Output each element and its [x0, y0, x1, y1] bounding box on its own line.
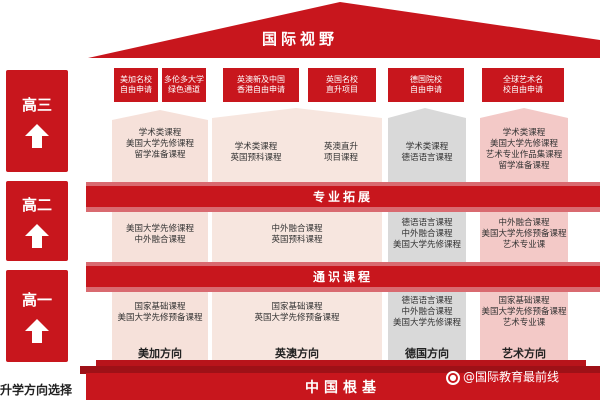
course-item: 中外融合课程 — [401, 229, 453, 239]
program-line: 英澳新及中国 — [237, 75, 285, 84]
cell-senior1: 国家基础课程 美国大学先修预备课程 艺术专业课 — [478, 296, 570, 329]
course-item: 中外融合课程 — [134, 235, 186, 245]
cell-senior3: 学术类课程 美国大学先修课程 艺术专业作品集课程 留学准备课程 — [478, 128, 570, 172]
arrow-up-icon — [25, 123, 49, 148]
course-item: 美国大学先修课程 — [125, 224, 194, 234]
roof — [88, 2, 600, 58]
program-box: 德国院校自由申请 — [387, 67, 465, 103]
course-item: 国家基础课程 — [271, 302, 323, 312]
grade-label: 高二 — [21, 195, 52, 214]
course-item: 艺术专业作品集课程 — [485, 150, 563, 160]
grade-label: 高一 — [21, 290, 52, 309]
course-item: 英国大学先修预备课程 — [254, 313, 340, 323]
grade-senior1: 高一 — [6, 270, 68, 362]
roof-title: 国际视野 — [261, 30, 338, 48]
cell-senior3: 学术类课程 英国预科课程 — [214, 142, 298, 164]
arrow-up-icon — [25, 318, 49, 343]
program-line: 英国名校 — [326, 75, 358, 84]
course-item: 国家基础课程 — [134, 302, 186, 312]
cell-senior1: 国家基础课程 英国大学先修预备课程 — [212, 302, 382, 324]
course-item: 中外融合课程 — [401, 307, 453, 317]
base-title: 中国根基 — [86, 373, 600, 400]
program-box: 多伦多大学绿色通道 — [161, 67, 207, 103]
watermark: ●@国际教育最前线 — [446, 368, 559, 385]
course-item: 艺术专业课 — [502, 318, 546, 328]
course-item: 学术类课程 — [138, 128, 182, 138]
cell-senior2: 德语语言课程 中外融合课程 美国大学先修课程 — [388, 218, 466, 251]
cell-senior2: 中外融合课程 美国大学先修预备课程 艺术专业课 — [478, 218, 570, 251]
course-item: 留学准备课程 — [134, 150, 186, 160]
course-item: 艺术专业课 — [502, 240, 546, 250]
program-box: 全球艺术名校自由申请 — [481, 67, 565, 103]
direction-label: 美加方向 — [138, 347, 182, 360]
course-item: 中外融合课程 — [498, 218, 550, 228]
grade-label: 高三 — [21, 95, 52, 114]
program-box: 英澳新及中国香港自由申请 — [222, 67, 300, 103]
direction-label: 德国方向 — [405, 347, 449, 360]
program-box: 美加名校自由申请 — [113, 67, 159, 103]
course-item: 学术类课程 — [405, 142, 449, 152]
band-general: 通识课程 — [86, 266, 600, 287]
direction-label: 艺术方向 — [502, 347, 546, 360]
grade-senior3: 高三 — [6, 70, 68, 172]
course-item: 美国大学先修课程 — [489, 139, 558, 149]
course-item: 美国大学先修预备课程 — [481, 229, 567, 239]
watermark-text: @国际教育最前线 — [463, 370, 560, 384]
course-item: 美国大学先修课程 — [392, 240, 461, 250]
course-item: 美国大学先修课程 — [392, 318, 461, 328]
program-line: 绿色通道 — [168, 85, 200, 94]
course-item: 留学准备课程 — [498, 161, 550, 171]
program-box: 英国名校直升项目 — [307, 67, 377, 103]
program-line: 直升项目 — [326, 85, 358, 94]
cell-senior2: 中外融合课程 英国预科课程 — [212, 224, 382, 246]
course-item: 英国预科课程 — [230, 153, 282, 163]
program-line: 全球艺术名 — [503, 75, 543, 84]
course-item: 德语语言课程 — [401, 218, 453, 228]
cell-senior3: 学术类课程 德语语言课程 — [388, 142, 466, 164]
program-line: 多伦多大学 — [164, 75, 204, 84]
course-item: 英澳直升 — [323, 142, 358, 152]
course-item: 美国大学先修预备课程 — [481, 307, 567, 317]
course-item: 美国大学先修课程 — [125, 139, 194, 149]
program-line: 自由申请 — [410, 85, 442, 94]
program-line: 香港自由申请 — [237, 85, 285, 94]
cell-senior2: 美国大学先修课程 中外融合课程 — [112, 224, 208, 246]
program-line: 自由申请 — [120, 85, 152, 94]
course-item: 学术类课程 — [234, 142, 278, 152]
band-stripe — [86, 262, 600, 267]
program-line: 美加名校 — [120, 75, 152, 84]
program-line: 校自由申请 — [503, 85, 543, 94]
course-item: 美国大学先修预备课程 — [117, 313, 203, 323]
cell-senior3: 英澳直升 项目课程 — [302, 142, 380, 164]
cell-senior1: 国家基础课程 美国大学先修预备课程 — [112, 302, 208, 324]
course-item: 中外融合课程 — [271, 224, 323, 234]
cell-senior3: 学术类课程 美国大学先修课程 留学准备课程 — [112, 128, 208, 161]
band-stripe — [86, 287, 600, 292]
band-specialty: 专业拓展 — [86, 186, 600, 207]
grade-senior2: 高二 — [6, 181, 68, 261]
course-item: 国家基础课程 — [498, 296, 550, 306]
cell-senior1: 德语语言课程 中外融合课程 美国大学先修课程 — [388, 296, 466, 329]
course-item: 德语语言课程 — [401, 153, 453, 163]
band-stripe — [86, 182, 600, 187]
footer-label: 升学方向选择 — [0, 383, 73, 397]
course-item: 英国预科课程 — [271, 235, 323, 245]
arrow-up-icon — [25, 223, 49, 248]
weibo-icon: ● — [446, 370, 460, 385]
course-item: 学术类课程 — [502, 128, 546, 138]
program-line: 德国院校 — [410, 75, 442, 84]
direction-label: 英澳方向 — [275, 347, 319, 360]
course-item: 德语语言课程 — [401, 296, 453, 306]
course-item: 项目课程 — [323, 153, 358, 163]
base-step — [80, 366, 600, 374]
band-stripe — [86, 207, 600, 212]
